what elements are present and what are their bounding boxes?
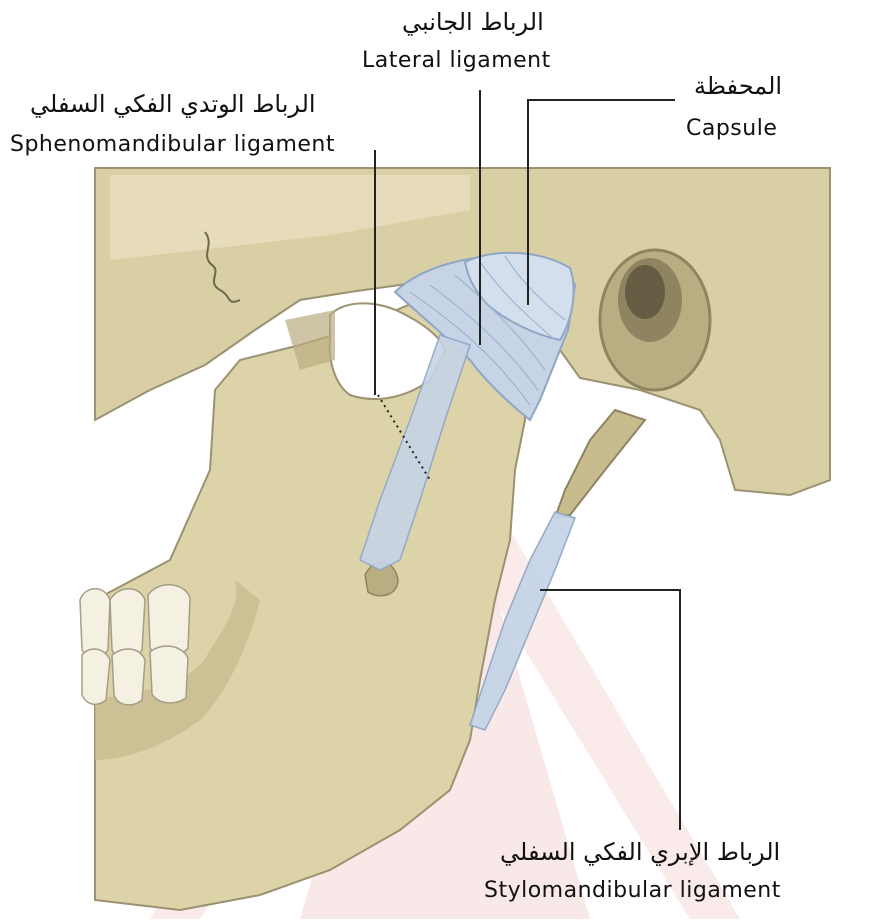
ear-canal-hole [625, 265, 665, 319]
sphenomandibular-label-en: Sphenomandibular ligament [10, 132, 335, 157]
styloid-process [555, 410, 645, 518]
capsule-label-ar: المحفظة [694, 72, 782, 100]
teeth [80, 585, 190, 705]
capsule-label-en: Capsule [686, 116, 777, 141]
sphenomandibular-label-ar: الرباط الوتدي الفكي السفلي [30, 90, 316, 118]
stylomandibular-label-en: Stylomandibular ligament [484, 878, 781, 903]
lateral-ligament-label-en: Lateral ligament [362, 48, 551, 73]
lateral-ligament-label-ar: الرباط الجانبي [402, 8, 544, 36]
stylomandibular-label-ar: الرباط الإبري الفكي السفلي [500, 838, 780, 866]
